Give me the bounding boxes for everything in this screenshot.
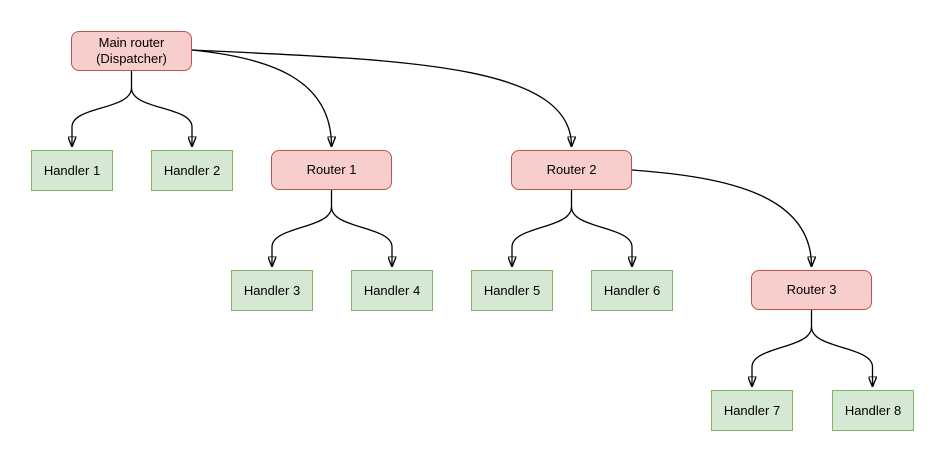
edge-main-to-handler2 [130,87,193,146]
node-main-router-label: Main router (Dispatcher) [96,35,167,66]
node-router-1: Router 1 [271,150,392,190]
edge-main-to-handler1 [72,87,133,146]
node-router-3: Router 3 [751,270,872,310]
edge-router3-to-handler8 [810,326,873,386]
node-handler-7: Handler 7 [711,390,793,431]
node-router-2-label: Router 2 [546,162,597,177]
edge-router2-to-handler6 [570,206,633,266]
node-handler-8-label: Handler 8 [844,402,902,418]
edge-main-to-router1 [191,49,332,146]
node-handler-2: Handler 2 [151,150,233,191]
node-handler-5-label: Handler 5 [483,282,541,298]
node-handler-5: Handler 5 [471,270,553,311]
edge-main-to-router2 [191,49,572,146]
edge-router2-to-router3 [631,169,812,266]
node-handler-3-label: Handler 3 [243,282,301,298]
node-router-2: Router 2 [511,150,632,190]
node-handler-1-label: Handler 1 [43,162,101,178]
node-router-1-label: Router 1 [306,162,357,177]
edge-router2-to-handler5 [512,206,573,266]
node-handler-2-label: Handler 2 [163,162,221,178]
edge-router3-to-handler7 [752,326,813,386]
edge-router1-to-handler4 [330,206,393,266]
node-main-router: Main router (Dispatcher) [71,31,192,71]
node-handler-8: Handler 8 [832,390,914,431]
edge-router1-to-handler3 [272,206,333,266]
node-handler-4-label: Handler 4 [363,282,421,298]
node-handler-6: Handler 6 [591,270,673,311]
node-handler-1: Handler 1 [31,150,113,191]
node-router-3-label: Router 3 [786,282,837,297]
node-handler-3: Handler 3 [231,270,313,311]
node-handler-6-label: Handler 6 [603,282,661,298]
node-handler-4: Handler 4 [351,270,433,311]
node-handler-7-label: Handler 7 [723,402,781,418]
